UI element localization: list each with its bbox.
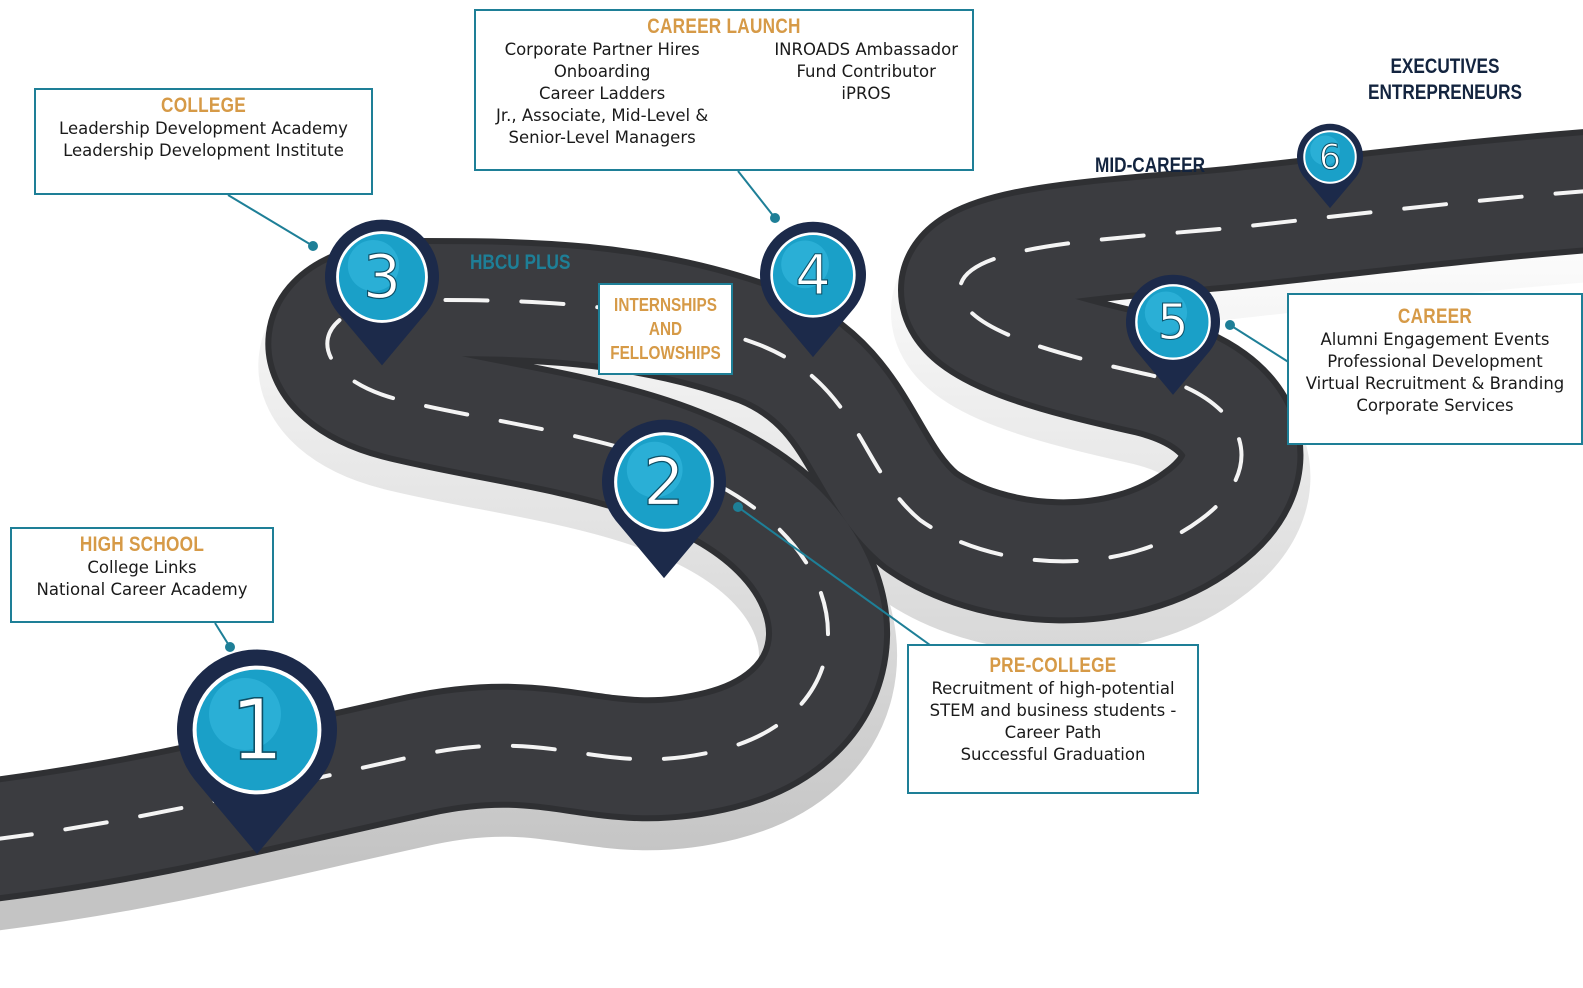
box-title: PRE-COLLEGE	[989, 654, 1117, 677]
map-pin-icon: 4	[759, 221, 866, 358]
executives-line: EXECUTIVES	[1390, 55, 1500, 78]
internships-line: FELLOWSHIPS	[610, 343, 721, 363]
map-pin-icon: 3	[325, 219, 439, 366]
box-college: COLLEGE Leadership Development Academy L…	[34, 88, 373, 195]
stage-mid-career: MID-CAREER	[1095, 154, 1206, 177]
box-pre-college: PRE-COLLEGE Recruitment of high-potentia…	[907, 644, 1199, 794]
box-career-launch: CAREER LAUNCH Corporate Partner Hires On…	[474, 9, 974, 171]
pin-number: 1	[230, 681, 283, 779]
connector-career	[1229, 324, 1291, 364]
career-launch-right-column: INROADS Ambassador Fund Contributor iPRO…	[774, 39, 958, 149]
box-line: Virtual Recruitment & Branding	[1305, 374, 1565, 393]
stage-hbcu-plus: HBCU PLUS	[470, 251, 571, 274]
box-line: Senior-Level Managers	[508, 128, 696, 147]
box-title: CAREER	[1397, 305, 1473, 328]
stage-internships-fellowships: INTERNSHIPS AND FELLOWSHIPS	[598, 283, 733, 375]
box-line: iPROS	[841, 84, 891, 103]
box-line: Leadership Development Academy	[59, 119, 348, 138]
pin-number: 5	[1157, 293, 1188, 351]
box-line: Leadership Development Institute	[63, 141, 344, 160]
box-line: Jr., Associate, Mid-Level &	[496, 106, 709, 125]
stage-executives-entrepreneurs: EXECUTIVES ENTREPRENEURS	[1350, 54, 1540, 106]
box-line: Recruitment of high-potential	[931, 679, 1175, 698]
pin-number: 6	[1319, 138, 1341, 178]
box-line: Professional Development	[1327, 352, 1543, 371]
connector-career-launch	[737, 170, 776, 219]
map-pin-icon: 6	[1297, 123, 1363, 209]
box-line: National Career Academy	[36, 580, 248, 599]
map-pin-icon: 1	[177, 649, 338, 854]
box-line: Successful Graduation	[960, 745, 1146, 764]
internships-line: INTERNSHIPS	[614, 295, 717, 315]
box-line: Corporate Partner Hires	[504, 40, 700, 59]
map-pin-icon: 5	[1126, 274, 1220, 395]
box-title: COLLEGE	[161, 94, 246, 117]
pin-number: 2	[643, 445, 684, 520]
internships-line: AND	[648, 319, 683, 339]
box-line: College Links	[87, 558, 197, 577]
box-title: CAREER LAUNCH	[647, 15, 801, 38]
pin-number: 4	[795, 243, 830, 308]
box-line: Fund Contributor	[796, 62, 936, 81]
box-line: Alumni Engagement Events	[1320, 330, 1550, 349]
entrepreneurs-line: ENTREPRENEURS	[1367, 81, 1523, 104]
box-line: INROADS Ambassador	[774, 40, 958, 59]
box-line: STEM and business students -	[929, 701, 1177, 720]
connector-college	[227, 194, 314, 247]
pin-number: 3	[363, 243, 401, 313]
box-career: CAREER Alumni Engagement Events Professi…	[1287, 293, 1583, 445]
box-line: Career Path	[1004, 723, 1102, 742]
box-line: Corporate Services	[1356, 396, 1514, 415]
box-line: Onboarding	[553, 62, 651, 81]
box-high-school: HIGH SCHOOL College Links National Caree…	[10, 527, 274, 623]
box-line: Career Ladders	[539, 84, 666, 103]
career-launch-left-column: Corporate Partner Hires Onboarding Caree…	[496, 39, 708, 149]
connector-pre-college	[737, 506, 931, 646]
box-title: HIGH SCHOOL	[79, 533, 205, 556]
map-pin-icon: 2	[602, 419, 726, 579]
